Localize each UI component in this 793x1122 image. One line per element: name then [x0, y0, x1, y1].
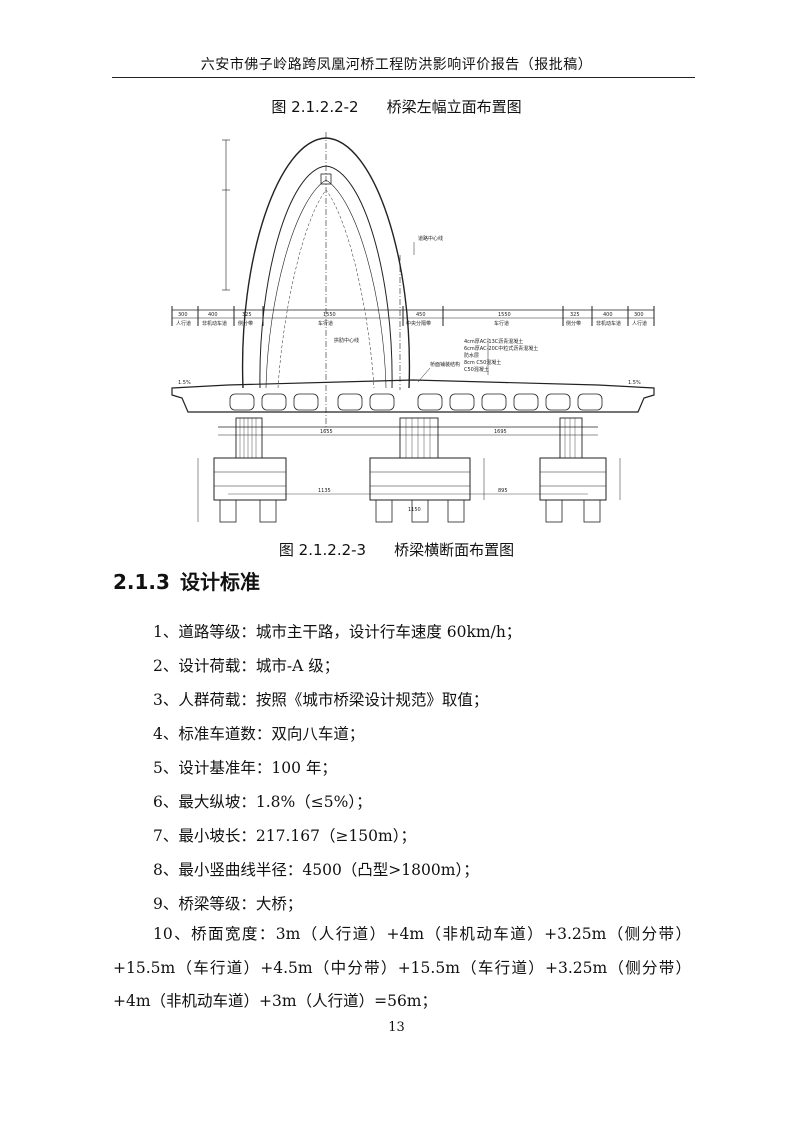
pier-center [399, 417, 439, 459]
standard-item-2: 2、设计荷载：城市-A 级； [153, 657, 340, 675]
bridge-drawing-svg: 300 400 325 1550 450 1550 325 400 300 人行… [171, 132, 655, 523]
standard-item-1: 1、道路等级：城市主干路，设计行车速度 60km/h； [153, 623, 522, 641]
standard-item-8: 8、最小竖曲线半径：4500（凸型>1800m）； [153, 861, 479, 879]
section-number: 2.1.3 [113, 570, 170, 594]
pier-left [235, 417, 263, 459]
lane-label-2: 非机动车道 [202, 320, 227, 327]
figure-caption-bottom-text: 桥梁横断面布置图 [394, 541, 515, 559]
dim-top-1: 300 [178, 312, 188, 318]
dim-top-4: 1550 [323, 312, 336, 318]
figure-caption-top-text: 桥梁左幅立面布置图 [386, 98, 522, 116]
standard-item-10: 10、桥面宽度：3m（人行道）+4m（非机动车道）+3.25m（侧分带）+15.… [113, 925, 691, 1010]
header-rule [112, 77, 695, 78]
label-bearing: 桥面铺装结构 [430, 361, 460, 368]
dim-span-right: 1695 [494, 429, 507, 435]
standard-item-5: 5、设计基准年：100 年； [153, 759, 337, 777]
label-layer-3: 防水层 [464, 352, 479, 359]
lane-label-3: 侧分带 [238, 320, 253, 327]
footing-left [213, 457, 287, 501]
lane-label-8: 非机动车道 [596, 320, 621, 327]
dim-cap-right: 895 [498, 488, 508, 494]
standard-item-9: 9、桥梁等级：大桥； [153, 895, 303, 913]
pier-right [559, 417, 583, 459]
dim-top-2: 400 [208, 312, 218, 318]
standard-item-6: 6、最大纵坡：1.8%（≤5%）； [153, 793, 372, 811]
dim-top-3: 325 [242, 312, 252, 318]
lane-label-1: 人行道 [176, 320, 191, 327]
bridge-deck [171, 379, 655, 413]
footing-center [369, 457, 471, 501]
dim-cap-left: 1135 [318, 488, 331, 494]
section-heading: 2.1.3 设计标准 [113, 566, 260, 595]
figure-caption-top: 图 2.1.2.2-2 桥梁左幅立面布置图 [0, 96, 793, 117]
dim-footing-width: 1150 [408, 507, 421, 513]
figure-caption-top-number: 图 2.1.2.2-2 [271, 98, 359, 116]
dim-span-left: 1655 [320, 429, 333, 435]
label-layer-1: 4cm厚AC-13C沥青混凝土 [464, 338, 523, 345]
dim-top-5: 450 [416, 312, 426, 318]
page-number: 13 [388, 1020, 405, 1035]
lane-label-5: 中央分隔带 [406, 320, 431, 327]
lane-label-4: 车行道 [318, 320, 333, 327]
slope-right: 1.5% [628, 380, 641, 386]
lane-label-9: 人行道 [632, 320, 647, 327]
running-header: 六安市佛子岭路跨凤凰河桥工程防洪影响评价报告（报批稿） [200, 57, 593, 73]
bridge-cross-section-drawing: 300 400 325 1550 450 1550 325 400 300 人行… [168, 130, 658, 530]
lane-label-6: 车行道 [494, 320, 509, 327]
figure-caption-bottom-number: 图 2.1.2.2-3 [278, 541, 367, 559]
footing-right [539, 457, 607, 501]
label-road-center: 道路中心线 [418, 235, 443, 242]
dim-top-6: 1550 [498, 312, 511, 318]
figure-caption-bottom: 图 2.1.2.2-3 桥梁横断面布置图 [0, 539, 793, 560]
standard-item-7: 7、最小坡长：217.167（≥150m）； [153, 827, 416, 845]
label-layer-5: C50混凝土 [464, 366, 489, 373]
slope-left: 1.5% [178, 380, 191, 386]
arch-hanger-left [265, 179, 327, 389]
lane-label-7: 侧分带 [566, 320, 581, 327]
arch-outer-rib [241, 137, 411, 389]
arch-hanger-right [325, 179, 387, 389]
dim-top-8: 400 [603, 312, 613, 318]
standard-item-4: 4、标准车道数：双向八车道； [153, 725, 365, 743]
label-layer-2: 6cm厚AC-20C中粒式沥青混凝土 [464, 345, 538, 352]
section-title: 设计标准 [179, 570, 260, 594]
dim-top-9: 300 [634, 312, 644, 318]
standard-item-3: 3、人群荷载：按照《城市桥梁设计规范》取值； [153, 691, 489, 709]
label-arch-center: 拱肋中心线 [334, 337, 359, 344]
dim-top-7: 325 [570, 312, 580, 318]
label-layer-4: 8cm C50混凝土 [464, 359, 501, 366]
